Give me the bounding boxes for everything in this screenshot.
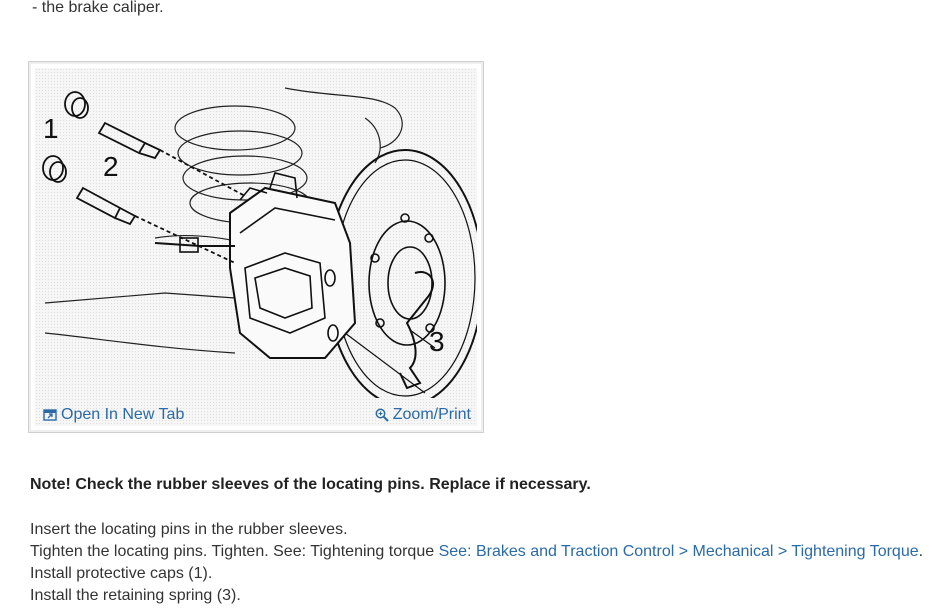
breadcrumb-separator: > [674,543,693,560]
figure-toolbar: Open In New Tab Zoom/Print [35,402,477,426]
magnifier-icon [375,408,389,422]
open-in-new-tab-link[interactable]: Open In New Tab [43,406,184,424]
instruction-list: Insert the locating pins in the rubber s… [30,519,923,607]
step-insert-pins: Insert the locating pins in the rubber s… [30,521,348,538]
see-link[interactable]: See: [438,543,472,560]
step-tighten-text: Tighten the locating pins. Tighten. See:… [30,543,439,560]
step-tighten-pins: Tighten the locating pins. Tighten. See:… [30,541,923,563]
figure-panel: 1 2 3 Open In New Tab Zoom/ [35,68,477,426]
brake-caliper-illustration: 1 2 3 [42,87,477,398]
callout-3: 3 [429,326,445,357]
note-text: Note! Check the rubber sleeves of the lo… [30,476,591,493]
step-install-spring: Install the retaining spring (3). [30,587,241,604]
callout-2: 2 [103,151,119,182]
breadcrumb-brakes-link[interactable]: Brakes and Traction Control [475,543,675,560]
breadcrumb-mechanical-link[interactable]: Mechanical [692,543,774,560]
open-in-new-tab-label: Open In New Tab [61,406,185,423]
previous-step-text: - the brake caliper. [32,0,164,16]
zoom-print-link[interactable]: Zoom/Print [375,406,471,424]
open-tab-icon [43,409,57,421]
zoom-print-label: Zoom/Print [392,406,471,423]
breadcrumb-torque-link[interactable]: Tightening Torque [791,543,919,560]
callout-1: 1 [43,113,59,144]
breadcrumb-separator: > [773,543,792,560]
figure-frame: 1 2 3 Open In New Tab Zoom/ [28,61,484,433]
step-tighten-end: . [918,543,924,560]
step-install-caps: Install protective caps (1). [30,565,213,582]
